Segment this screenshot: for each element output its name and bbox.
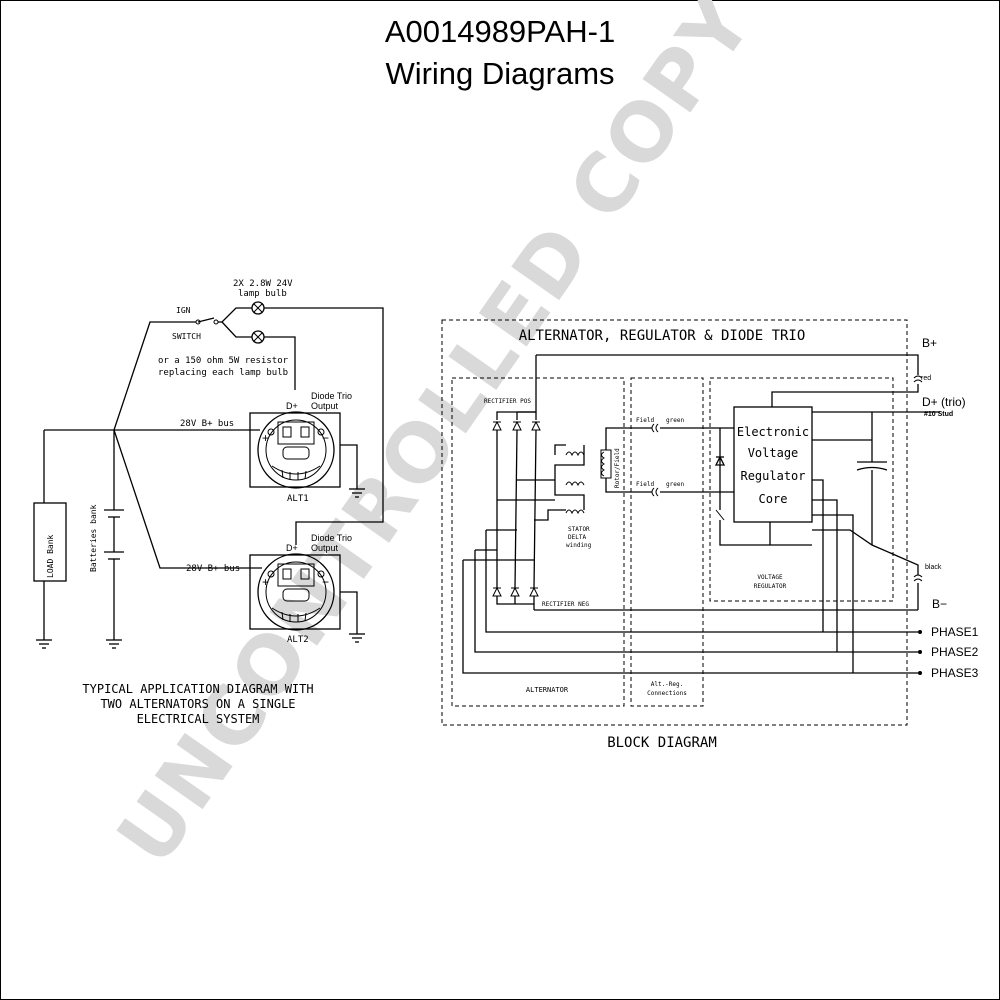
diode-trio-label-2: Diode Trio (311, 533, 352, 543)
rectifier-pos-label: RECTIFIER POS (484, 398, 531, 405)
diode-trio-label: Diode Trio (311, 391, 352, 401)
resistor-note: or a 150 ohm 5W resistor (158, 356, 289, 366)
alt2-plus: + (262, 575, 269, 589)
resistor-note-2: replacing each lamp bulb (158, 368, 288, 378)
alt2-label: ALT2 (287, 635, 309, 645)
regulator-core-line-1: Electronic (737, 425, 809, 439)
rectifier-neg-label: RECTIFIER NEG (542, 601, 589, 608)
ground-icon (349, 488, 365, 498)
black-wire-label: black (925, 564, 942, 571)
application-caption-line-2: TWO ALTERNATORS ON A SINGLE (100, 697, 295, 711)
d-plus-label: D+ (286, 401, 298, 411)
connector-icon (651, 487, 659, 497)
voltage-regulator-label-2: REGULATOR (754, 583, 787, 590)
d-plus-trio-label: D+ (trio) (922, 395, 966, 409)
alternator-1 (249, 411, 341, 489)
d-plus-label-2: D+ (286, 543, 298, 553)
alt-reg-label: Alt.-Reg. (651, 681, 684, 688)
diode-icon (714, 455, 726, 466)
lamp-bulb-icon (251, 301, 265, 315)
load-bank (33, 502, 67, 582)
rotor-coil-icon (601, 451, 605, 477)
stator-label: STATOR (568, 526, 590, 533)
switch-label: SWITCH (172, 332, 201, 341)
lamp-bulb-icon (251, 330, 265, 344)
lamp-label-2: lamp bulb (238, 289, 287, 299)
ign-feed-wire (113, 321, 196, 431)
phase3-label: PHASE3 (931, 666, 979, 680)
block-outer-box (441, 319, 908, 726)
rotor-field-label: Rotor/Field (614, 448, 621, 488)
page-subtitle: Wiring Diagrams (385, 56, 614, 91)
alt1-plus: + (262, 431, 269, 445)
phase1-label: PHASE1 (931, 625, 979, 639)
block-title: ALTERNATOR, REGULATOR & DIODE TRIO (519, 328, 806, 344)
alt1-minus: − (322, 431, 329, 445)
bus-label-2: 28V B+ bus (186, 564, 240, 574)
bus-wire-2 (113, 429, 262, 569)
green-label-1: green (666, 417, 684, 424)
green-label-2: green (666, 481, 684, 488)
capacitor-icon (856, 461, 888, 471)
alt2-minus: − (322, 575, 329, 589)
block-diagram: ALTERNATOR, REGULATOR & DIODE TRIO RECTI… (441, 319, 979, 751)
regulator-core-box (733, 406, 813, 523)
alt1-label: ALT1 (287, 494, 309, 504)
field-label-1: Field (636, 417, 654, 424)
field-label-2: Field (636, 481, 654, 488)
alt-reg-connections-label: Connections (647, 690, 687, 697)
red-wire-label: red (921, 375, 931, 382)
block-diagram-caption: BLOCK DIAGRAM (607, 735, 717, 751)
application-caption-line-3: ELECTRICAL SYSTEM (137, 712, 260, 726)
ground-icon (349, 633, 365, 643)
alternator-section-label: ALTERNATOR (526, 686, 569, 694)
ground-icon (106, 639, 122, 649)
bus-label: 28V B+ bus (180, 419, 234, 429)
diode-trio-output-label: Output (311, 401, 339, 411)
batteries-bank-label: Batteries bank (89, 504, 98, 572)
connector-icon (913, 375, 923, 383)
b-minus-label: B− (932, 597, 947, 611)
alternator-section (451, 377, 625, 707)
phase2-label: PHASE2 (931, 645, 979, 659)
regulator-core-line-3: Regulator (740, 469, 805, 483)
part-number: A0014989PAH-1 (385, 14, 615, 49)
connector-icon (913, 574, 923, 582)
lamp-label: 2X 2.8W 24V (233, 279, 293, 289)
b-plus-label: B+ (922, 336, 937, 350)
stud-label: #10 Stud (924, 411, 953, 418)
diode-trio-output-label-2: Output (311, 543, 339, 553)
coil-icon (565, 451, 585, 515)
load-bank-label: LOAD Bank (46, 534, 55, 578)
alt-reg-connections-section (630, 377, 704, 707)
ign-label: IGN (176, 306, 191, 315)
battery-icon (104, 509, 124, 560)
voltage-regulator-section (709, 377, 894, 602)
alternator-2 (249, 553, 341, 631)
ground-icon (36, 639, 52, 649)
stator-delta-label: DELTA (568, 534, 586, 541)
stator-winding-label: winding (566, 542, 592, 549)
regulator-core-line-4: Core (759, 492, 788, 506)
connector-icon (651, 423, 659, 433)
application-diagram: 2X 2.8W 24V lamp bulb IGN SWITCH or a 15… (33, 279, 384, 726)
voltage-regulator-label: VOLTAGE (757, 574, 783, 581)
application-caption-line-1: TYPICAL APPLICATION DIAGRAM WITH (82, 682, 313, 696)
regulator-core-line-2: Voltage (748, 446, 799, 460)
